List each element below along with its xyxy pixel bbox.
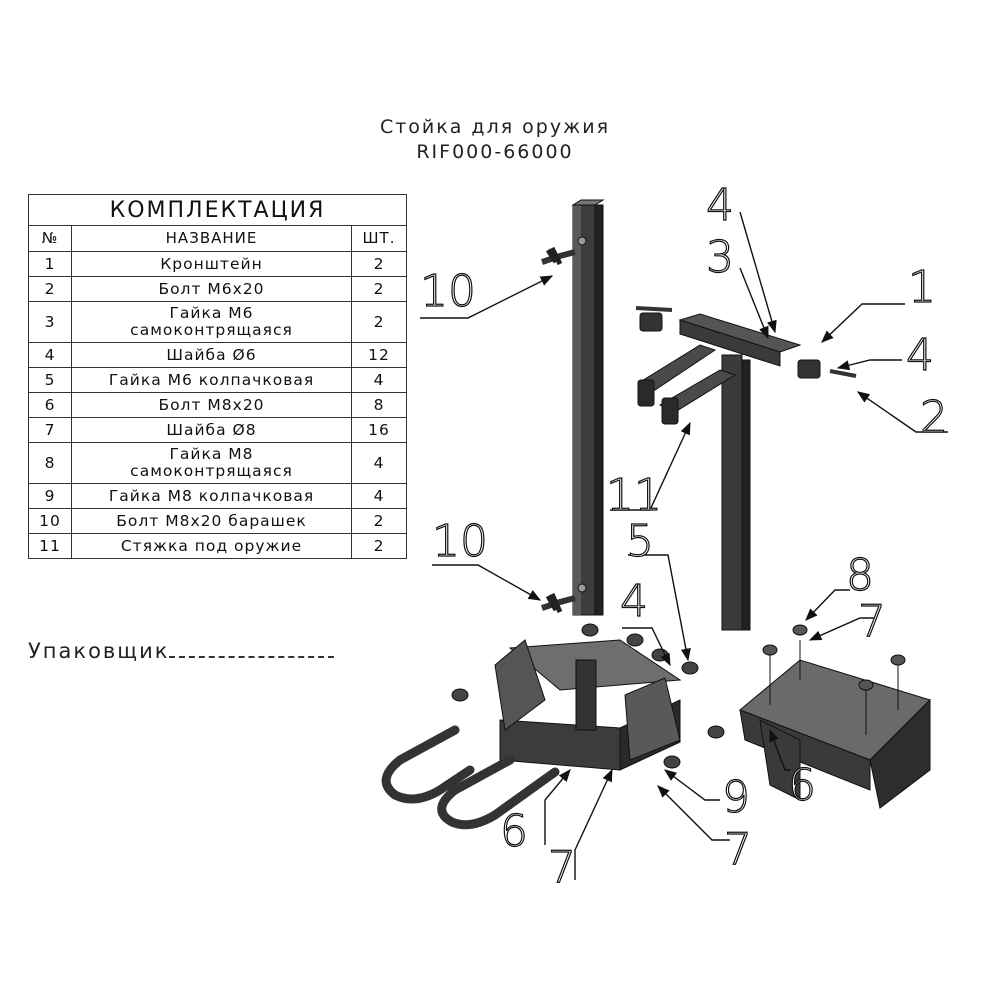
callout-9: 9	[722, 772, 750, 823]
row-name-line: Болт М6х20	[158, 279, 265, 298]
callout-4-mid: 4	[620, 576, 648, 627]
row-name-line: Гайка М6	[169, 304, 254, 322]
row-num: 10	[28, 508, 72, 534]
row-name: Гайка М6 колпачковая	[71, 367, 352, 393]
callout-6-bottom: 6	[500, 806, 528, 857]
callout-3: 3	[706, 232, 734, 283]
row-name: Шайба Ø8	[71, 417, 352, 443]
row-qty: 4	[351, 483, 407, 509]
row-name-line: Болт М8х20 барашек	[116, 511, 307, 530]
packer-label: Упаковщик	[28, 639, 170, 663]
drawing-code: RIF000-66000	[416, 141, 574, 163]
callout-5: 5	[626, 516, 654, 567]
row-name-line: Кронштейн	[160, 254, 263, 273]
row-name-line: Стяжка под оружие	[120, 536, 303, 555]
callout-4-right: 4	[906, 330, 934, 381]
callout-10-low: 10	[432, 516, 488, 567]
header-qty: ШТ.	[351, 225, 407, 252]
row-name: Стяжка под оружие	[71, 533, 352, 559]
leaders	[420, 211, 948, 880]
row-name-line: Гайка М6 колпачковая	[108, 370, 315, 389]
signature-line	[169, 638, 335, 658]
wing-bolt-top	[541, 246, 576, 266]
row-name-line: самоконтрящаяся	[130, 321, 293, 339]
row-name-line: Шайба Ø8	[166, 420, 257, 439]
row-qty: 4	[351, 442, 407, 484]
callout-7-right: 7	[858, 596, 886, 647]
callout-10-top: 10	[420, 266, 476, 317]
row-num: 3	[28, 301, 72, 343]
callout-11: 11	[606, 470, 662, 521]
upper-bracket	[635, 306, 857, 631]
packer-signature: Упаковщик	[28, 638, 335, 663]
row-name: Шайба Ø6	[71, 342, 352, 368]
table-row: 2 Болт М6х20 2	[28, 276, 407, 302]
row-name-line: Болт М8х20	[158, 395, 265, 414]
vertical-post	[571, 199, 605, 616]
callout-6-right: 6	[788, 760, 816, 811]
row-name-line: самоконтрящаяся	[130, 462, 293, 480]
drawing-title: Стойка для оружия	[379, 116, 611, 138]
row-qty: 2	[351, 533, 407, 559]
callout-8: 8	[846, 550, 874, 601]
callout-4-top: 4	[706, 180, 734, 231]
base-stand	[451, 623, 725, 771]
callout-2: 2	[920, 392, 948, 443]
row-name-line: Гайка М8 колпачковая	[108, 486, 315, 505]
callout-7-bottom: 7	[724, 824, 752, 875]
row-num: 11	[28, 533, 72, 559]
table-caption: КОМПЛЕКТАЦИЯ	[28, 194, 407, 226]
row-name-line: Гайка М8	[169, 445, 254, 463]
side-bracket	[739, 624, 931, 809]
row-num: 9	[28, 483, 72, 509]
callout-labels: 10 4 3 1 4 2 11 10 5 4 8 7 6 9 7 6 7	[419, 179, 948, 893]
callout-7-center: 7	[548, 842, 576, 893]
u-shaped-holders	[381, 725, 560, 830]
wing-bolt-bottom	[541, 592, 576, 614]
row-num: 5	[28, 367, 72, 393]
row-num: 6	[28, 392, 72, 418]
row-name-line: Шайба Ø6	[166, 345, 257, 364]
row-num: 1	[28, 251, 72, 277]
row-qty: 2	[351, 276, 407, 302]
table-row: 11 Стяжка под оружие 2	[28, 533, 407, 559]
callout-1: 1	[908, 262, 936, 313]
row-num: 4	[28, 342, 72, 368]
row-num: 2	[28, 276, 72, 302]
row-num: 8	[28, 442, 72, 484]
row-name: Кронштейн	[71, 251, 352, 277]
